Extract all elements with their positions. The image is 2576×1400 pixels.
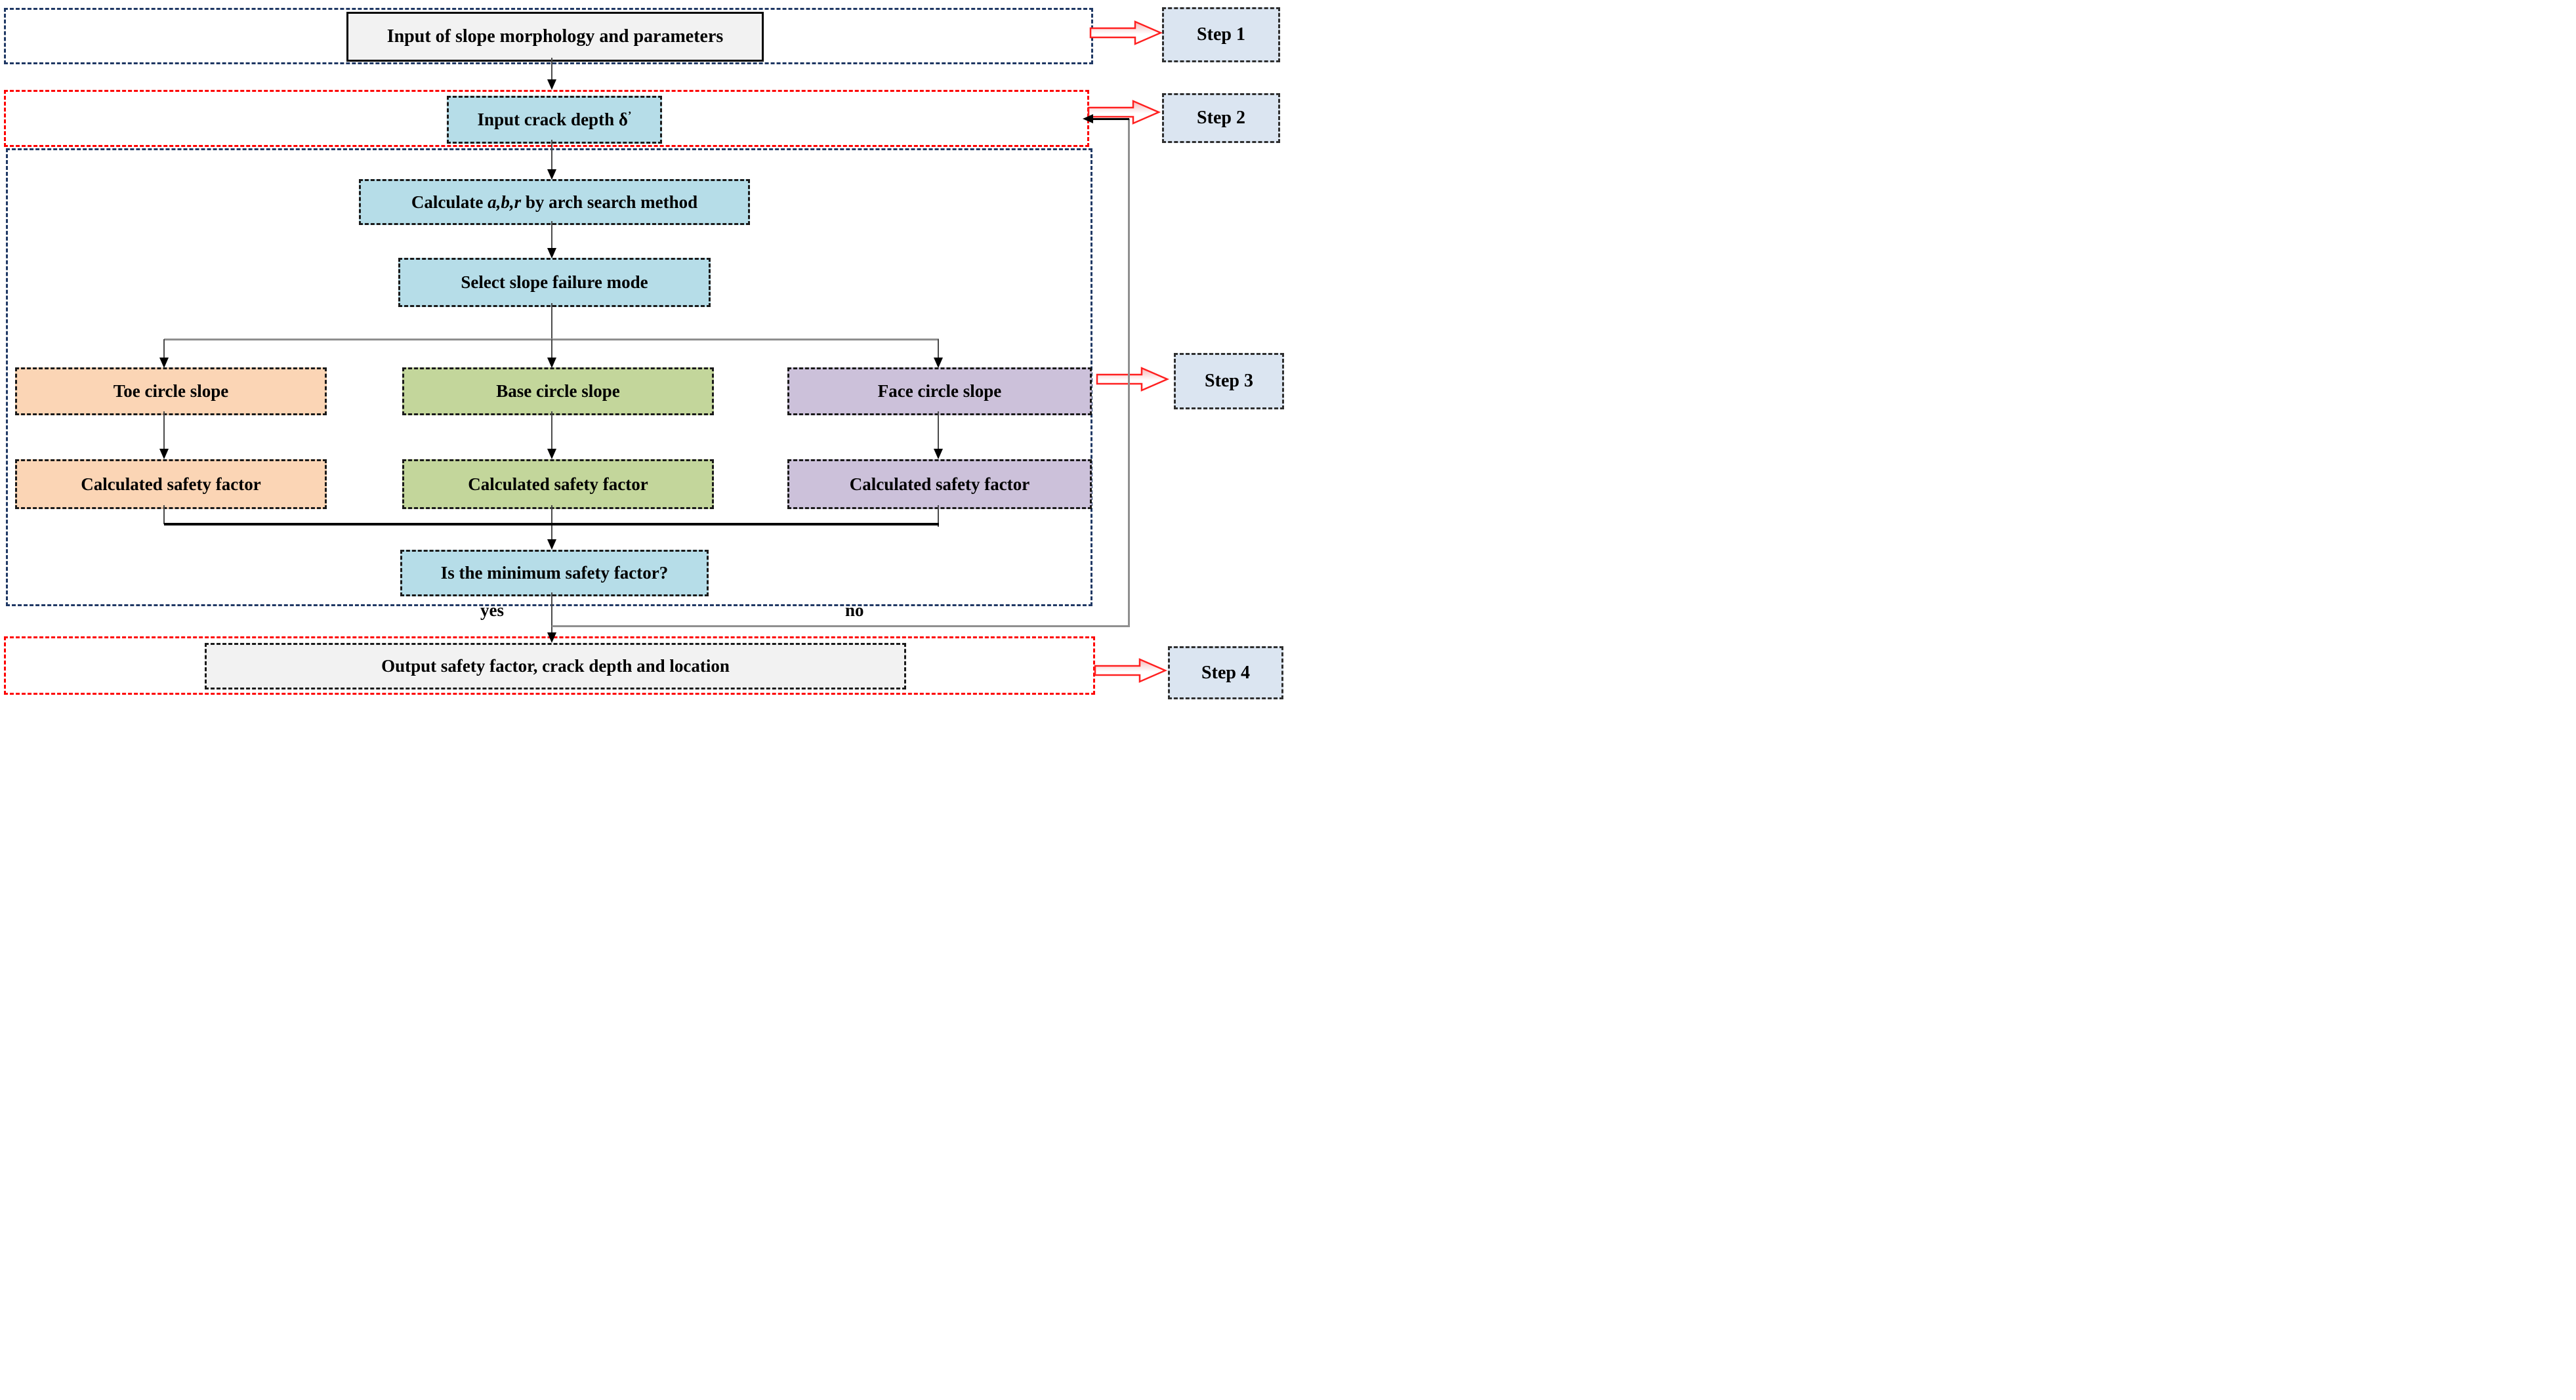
node-base-circle-slope: Base circle slope — [402, 367, 714, 415]
step3-label: Step 3 — [1205, 371, 1253, 391]
step4-label: Step 4 — [1201, 662, 1250, 683]
arrowhead-down-icon — [547, 632, 556, 643]
arrowhead-down-icon — [547, 539, 556, 550]
edge-base-to-merge — [551, 505, 552, 524]
node-base-safety-factor: Calculated safety factor — [402, 459, 714, 509]
step2-label: Step 2 — [1197, 108, 1245, 128]
node-input-morphology-label: Input of slope morphology and parameters — [386, 26, 724, 47]
step3-arrow-icon — [1096, 367, 1170, 392]
edge-no-vertical — [1128, 119, 1130, 627]
edge-split-to-face — [938, 339, 939, 358]
arrowhead-down-icon — [547, 358, 556, 368]
step1-label: Step 1 — [1197, 24, 1245, 45]
arrowhead-down-icon — [159, 358, 169, 368]
edge-morphology-to-crack — [551, 58, 552, 80]
step3-box: Step 3 — [1174, 353, 1284, 409]
node-face-circle-slope: Face circle slope — [787, 367, 1092, 415]
node-input-crack-depth: Input crack depth δ’ — [447, 96, 662, 144]
node-select-failure-mode-label: Select slope failure mode — [461, 272, 648, 293]
node-output: Output safety factor, crack depth and lo… — [205, 643, 906, 690]
node-select-failure-mode: Select slope failure mode — [398, 258, 711, 307]
step1-box: Step 1 — [1162, 7, 1280, 62]
step4-arrow-icon — [1094, 658, 1168, 683]
node-face-circle-slope-label: Face circle slope — [877, 381, 1002, 401]
arrowhead-down-icon — [159, 449, 169, 459]
edge-select-to-split — [551, 303, 552, 340]
node-decision-min-safety-label: Is the minimum safety factor? — [440, 563, 669, 583]
branch-no-label: no — [845, 600, 864, 620]
edge-base-to-safety — [551, 411, 552, 450]
node-base-circle-slope-label: Base circle slope — [496, 381, 620, 401]
edge-calc-to-select — [551, 221, 552, 249]
edge-decision-to-output — [551, 592, 552, 634]
edge-merge-to-decision — [551, 525, 552, 541]
arrowhead-down-icon — [934, 449, 943, 459]
flowchart-canvas: Input of slope morphology and parameters… — [0, 0, 1288, 700]
node-toe-circle-slope: Toe circle slope — [15, 367, 327, 415]
merge-bar — [164, 523, 939, 525]
arrowhead-down-icon — [547, 169, 556, 180]
arrowhead-down-icon — [547, 449, 556, 459]
arrowhead-down-icon — [547, 79, 556, 90]
node-toe-safety-factor: Calculated safety factor — [15, 459, 327, 509]
edge-split-to-toe — [163, 339, 165, 358]
node-toe-safety-factor-label: Calculated safety factor — [81, 474, 261, 494]
node-toe-circle-slope-label: Toe circle slope — [113, 381, 229, 401]
node-input-morphology: Input of slope morphology and parameters — [346, 12, 764, 62]
edge-face-to-merge — [938, 505, 939, 527]
step4-box: Step 4 — [1168, 646, 1283, 699]
edge-crack-to-calc — [551, 140, 552, 170]
node-output-label: Output safety factor, crack depth and lo… — [381, 656, 730, 676]
node-face-safety-factor-label: Calculated safety factor — [849, 474, 1030, 494]
arrowhead-down-icon — [547, 248, 556, 258]
edge-face-to-safety — [938, 411, 939, 450]
edge-no-return — [1092, 118, 1129, 120]
edge-no-horizontal — [552, 625, 1129, 627]
node-input-crack-depth-label: Input crack depth δ’ — [477, 109, 632, 130]
edge-toe-to-safety — [163, 411, 165, 450]
arrowhead-left-icon — [1083, 114, 1093, 123]
node-base-safety-factor-label: Calculated safety factor — [468, 474, 648, 494]
node-calculate-abr: Calculate a,b,r by arch search method — [359, 179, 750, 225]
step1-arrow-icon — [1089, 20, 1163, 45]
branch-yes-label: yes — [480, 600, 504, 620]
node-decision-min-safety: Is the minimum safety factor? — [400, 550, 709, 596]
node-face-safety-factor: Calculated safety factor — [787, 459, 1092, 509]
step2-arrow-icon — [1087, 100, 1161, 125]
edge-toe-to-merge — [163, 505, 165, 524]
node-calculate-abr-label: Calculate a,b,r by arch search method — [411, 192, 698, 212]
arrowhead-down-icon — [934, 358, 943, 368]
edge-split-to-base — [551, 339, 552, 358]
step2-box: Step 2 — [1162, 93, 1280, 143]
